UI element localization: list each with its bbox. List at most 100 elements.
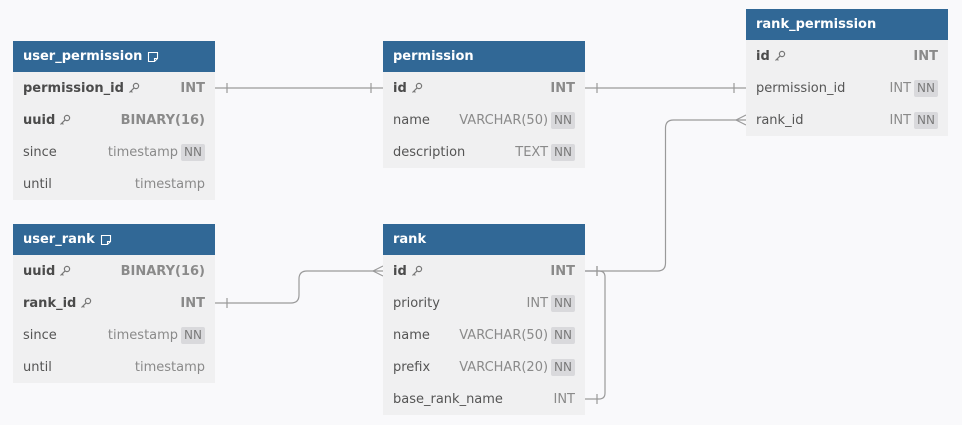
column-row[interactable]: id INT [746,40,948,72]
relationship-line [585,119,746,272]
column-name: uuid [23,264,71,279]
key-icon [60,265,71,276]
many-marker [372,265,384,277]
column-type: BINARY(16) [121,264,205,279]
column-name-text: since [23,144,57,160]
table-user_permission[interactable]: user_permission permission_id INT uuid BINAR… [13,41,215,200]
column-type: VARCHAR(50)NN [459,326,575,344]
column-type-text: timestamp [134,359,205,375]
table-header[interactable]: permission [383,41,585,72]
column-row[interactable]: permission_id INT [13,72,215,104]
column-row[interactable]: id INT [383,72,585,104]
note-icon[interactable] [147,51,159,63]
not-null-badge: NN [551,111,575,129]
column-type-text: INT [526,295,549,311]
column-name: id [756,49,786,64]
column-name: permission_id [756,81,845,96]
table-header[interactable]: user_rank [13,224,215,255]
column-type-text: VARCHAR(20) [459,359,549,375]
table-title: rank [393,232,427,247]
column-type: timestamp [135,360,205,375]
column-row[interactable]: until timestamp [13,168,215,200]
column-name-text: until [23,176,52,192]
column-type: VARCHAR(20)NN [459,358,575,376]
column-type-text: INT [550,263,575,279]
column-type-text: INT [553,391,576,407]
note-icon[interactable] [100,234,112,246]
column-name-text: base_rank_name [393,391,503,407]
column-name: since [23,328,57,343]
column-row[interactable]: id INT [383,255,585,287]
column-type: INT [180,296,205,311]
column-type-text: INT [550,80,575,96]
not-null-badge: NN [551,294,575,312]
column-name: until [23,360,52,375]
table-title: rank_permission [756,17,877,32]
not-null-badge: NN [551,143,575,161]
column-type-text: timestamp [107,327,179,343]
key-icon [60,114,71,125]
column-type: INT [550,264,575,279]
column-name-text: prefix [393,359,431,375]
column-type: INT [180,81,205,96]
not-null-badge: NN [551,358,575,376]
column-name-text: rank_id [23,295,77,311]
column-type-text: INT [913,48,938,64]
not-null-badge: NN [914,111,938,129]
table-header[interactable]: rank_permission [746,9,948,40]
column-name: rank_id [23,296,92,311]
column-name: id [393,264,423,279]
column-name: until [23,177,52,192]
column-name-text: id [393,80,407,96]
many-marker [735,114,747,126]
column-row[interactable]: prefix VARCHAR(20)NN [383,351,585,383]
column-name: permission_id [23,81,140,96]
column-type-text: TEXT [515,144,549,160]
column-name: uuid [23,113,71,128]
table-header[interactable]: rank [383,224,585,255]
column-name: since [23,145,57,160]
column-name-text: description [393,144,466,160]
column-row[interactable]: base_rank_name INT [383,383,585,415]
column-type-text: BINARY(16) [120,263,205,279]
column-row[interactable]: rank_id INT [13,287,215,319]
column-name-text: until [23,359,52,375]
column-type-text: timestamp [134,176,205,192]
column-type-text: BINARY(16) [120,112,205,128]
column-row[interactable]: uuid BINARY(16) [13,255,215,287]
not-null-badge: NN [181,143,205,161]
column-type-text: INT [889,112,912,128]
key-icon [128,82,140,93]
column-name-text: since [23,327,57,343]
table-header[interactable]: user_permission [13,41,215,72]
column-name-text: rank_id [756,112,804,128]
column-row[interactable]: name VARCHAR(50)NN [383,319,585,351]
column-row[interactable]: until timestamp [13,351,215,383]
column-name: name [393,328,430,343]
column-type: timestamp [135,177,205,192]
column-type: INT [913,49,938,64]
column-name-text: name [393,327,430,343]
column-name-text: id [756,48,770,64]
column-row[interactable]: uuid BINARY(16) [13,104,215,136]
table-title: permission [393,49,474,64]
relationship-line [215,270,383,304]
column-name-text: permission_id [756,80,846,96]
column-type: INT [554,392,576,407]
